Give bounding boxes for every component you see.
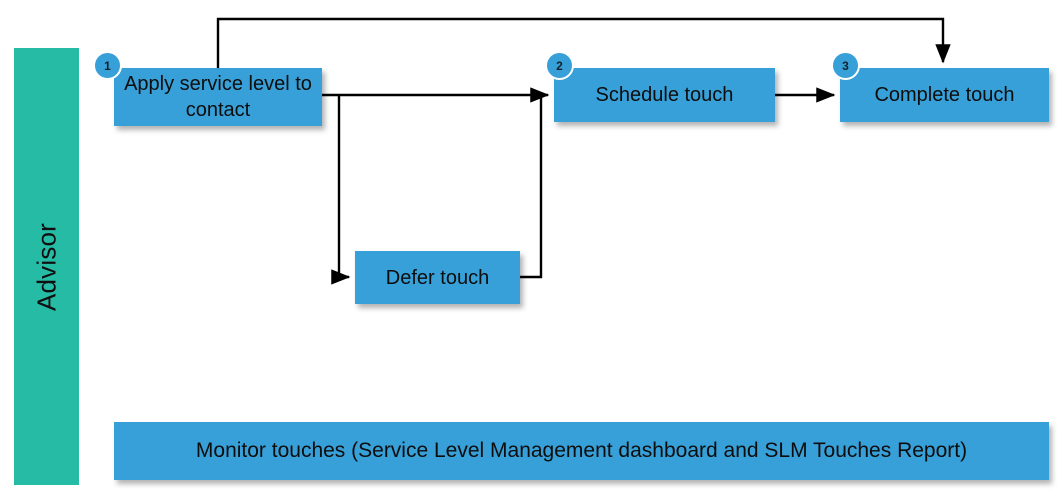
node-apply-service-level[interactable]: Apply service level to contact [114, 68, 322, 126]
edge-defer-to-schedule [520, 96, 543, 279]
step-badge-2: 2 [545, 51, 574, 80]
edge-apply-to-defer [331, 95, 351, 285]
swimlane-advisor: Advisor [14, 48, 79, 485]
node-defer-touch[interactable]: Defer touch [355, 251, 520, 304]
node-monitor-touches[interactable]: Monitor touches (Service Level Managemen… [114, 422, 1049, 480]
node-apply-label: Apply service level to contact [124, 73, 312, 121]
node-defer-label: Defer touch [385, 266, 490, 289]
swimlane-label: Advisor [31, 222, 61, 311]
node-monitor-label: Monitor touches (Service Level Managemen… [195, 439, 968, 462]
step-badge-3: 3 [831, 51, 860, 80]
node-complete-touch[interactable]: Complete touch [840, 68, 1049, 122]
step-badge-1: 1 [93, 51, 122, 80]
node-complete-label: Complete touch [874, 84, 1015, 106]
node-schedule-touch[interactable]: Schedule touch [554, 68, 775, 122]
node-schedule-label: Schedule touch [595, 84, 734, 106]
